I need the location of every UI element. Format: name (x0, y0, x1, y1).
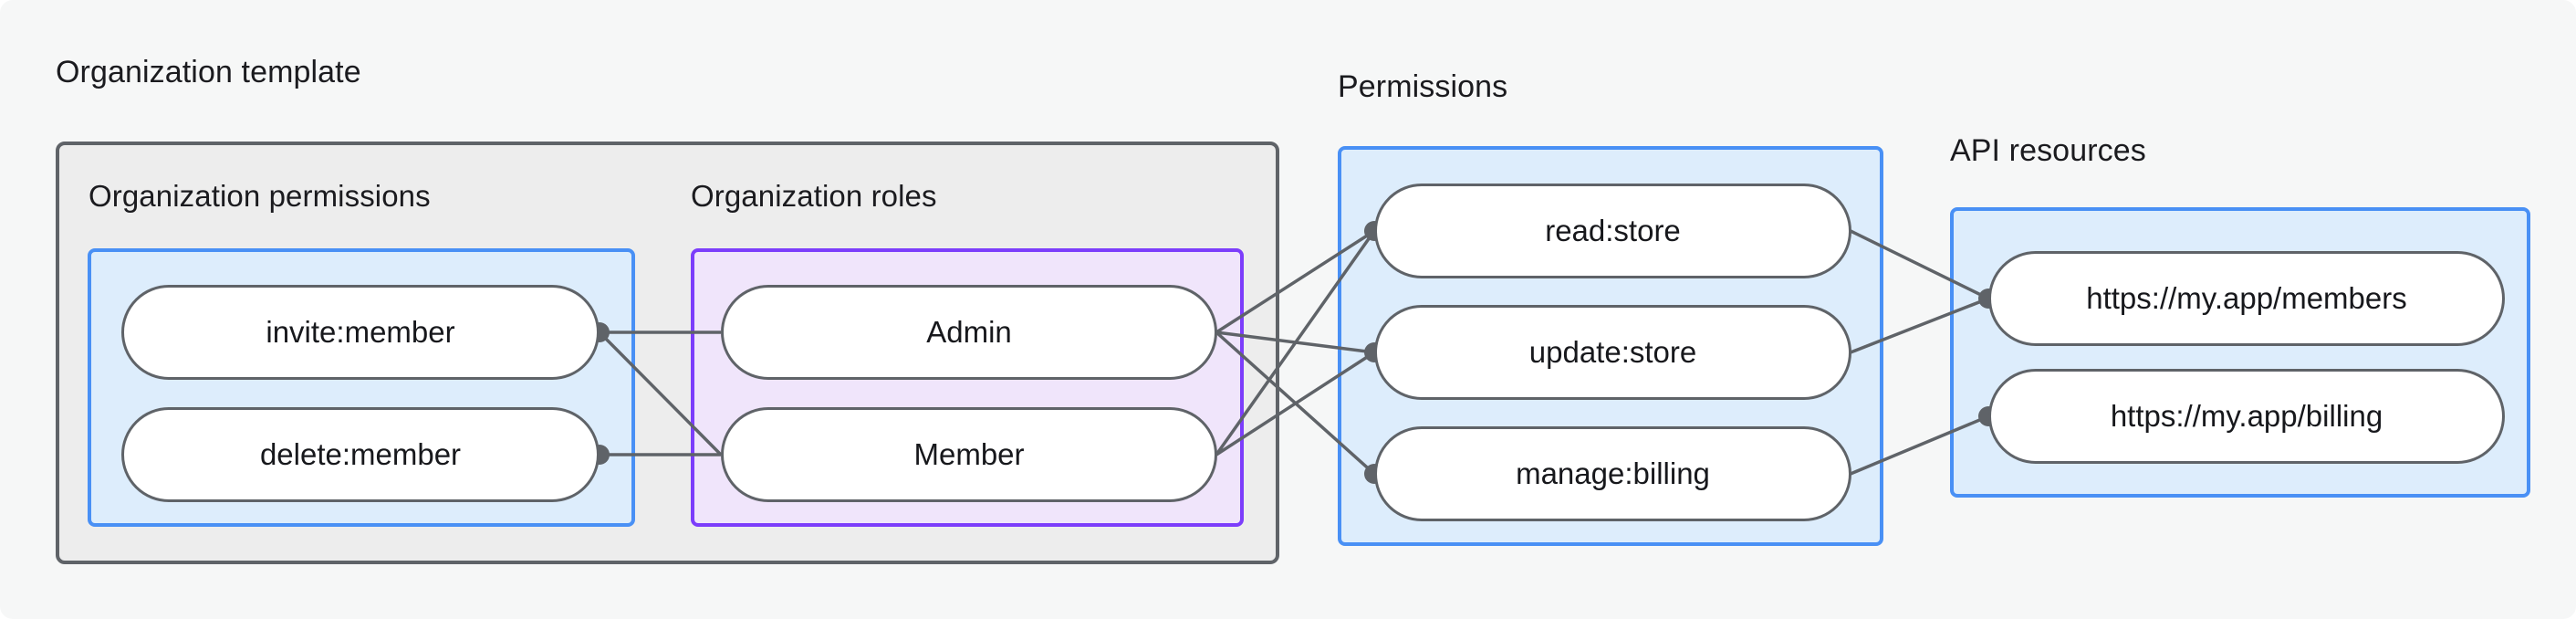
node-update-store[interactable]: update:store (1374, 305, 1851, 400)
node-api-resource-members[interactable]: https://my.app/members (1988, 251, 2505, 346)
node-api-resource-billing[interactable]: https://my.app/billing (1988, 369, 2505, 464)
node-invite-member[interactable]: invite:member (121, 285, 600, 380)
group-label-api-resources: API resources (1950, 133, 2146, 168)
group-label-organization-template: Organization template (56, 55, 361, 89)
node-delete-member[interactable]: delete:member (121, 407, 600, 502)
node-role-member[interactable]: Member (721, 407, 1217, 502)
node-manage-billing[interactable]: manage:billing (1374, 426, 1851, 521)
node-read-store[interactable]: read:store (1374, 184, 1851, 278)
section-label-organization-roles: Organization roles (691, 179, 937, 213)
section-label-organization-permissions: Organization permissions (89, 179, 431, 213)
group-label-permissions: Permissions (1338, 69, 1508, 104)
node-role-admin[interactable]: Admin (721, 285, 1217, 380)
